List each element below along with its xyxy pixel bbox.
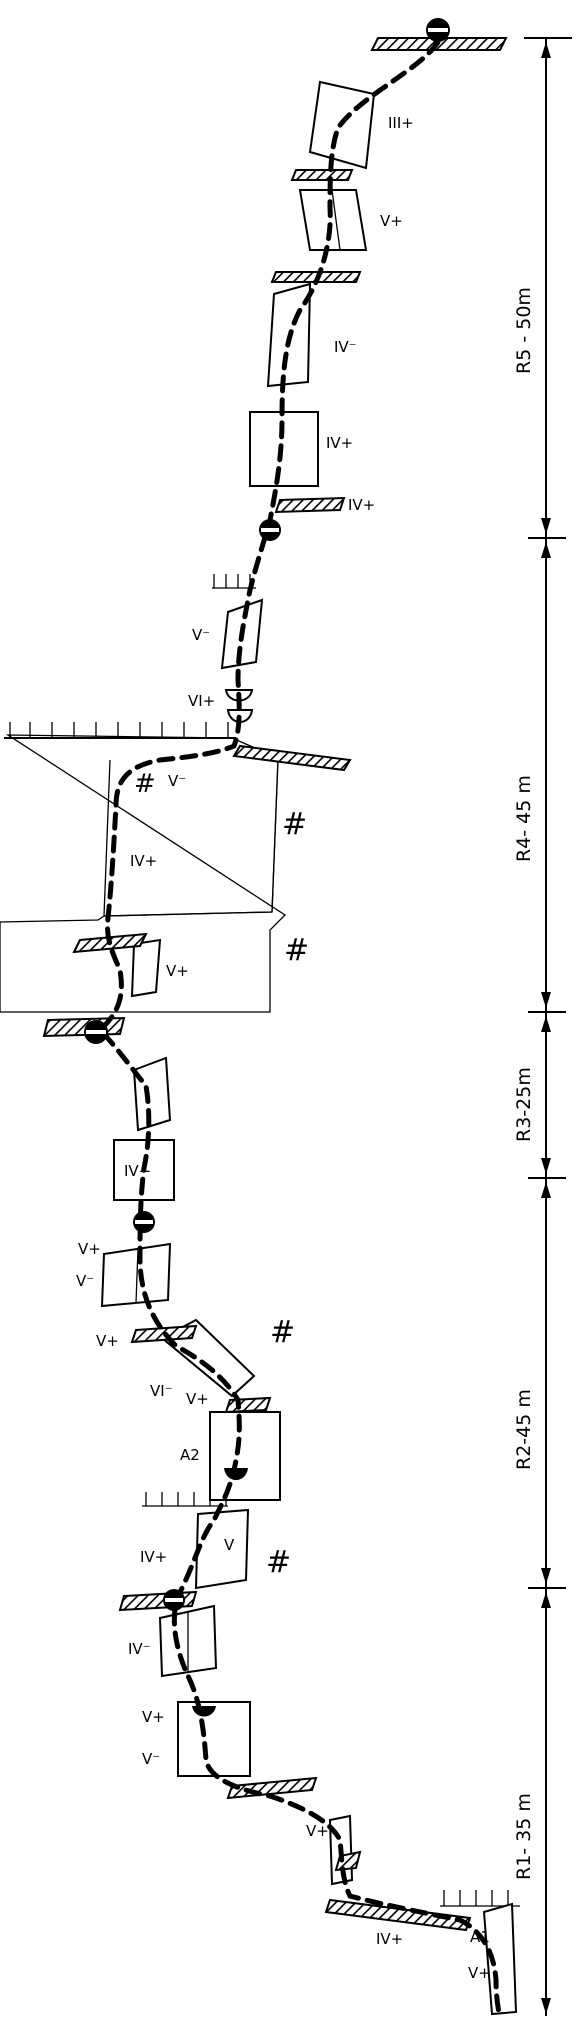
grade-label: V+ bbox=[166, 962, 189, 980]
ledge-9 bbox=[224, 1396, 272, 1414]
dihedral-2 bbox=[194, 1508, 250, 1590]
arrowhead-r4-bottom bbox=[541, 992, 551, 1008]
grade-label: V+ bbox=[78, 1240, 101, 1258]
grade-labels: III+ V+ IV⁻ IV+ IV+ V⁻ VI+ V⁻ IV+ V+ IV−… bbox=[76, 114, 491, 1982]
book-1-spine bbox=[331, 189, 341, 251]
arrowhead-r1-top bbox=[541, 1592, 551, 1608]
roof-edge-right bbox=[271, 759, 279, 913]
belay-r5-bar bbox=[261, 528, 279, 532]
roof-ticks bbox=[9, 722, 229, 738]
dihedral-1 bbox=[130, 938, 162, 998]
piton-2 bbox=[226, 709, 254, 723]
box-4 bbox=[177, 1701, 251, 1777]
anchor-labels: A2 A1 bbox=[180, 1446, 490, 1946]
grade-label: V+ bbox=[96, 1332, 119, 1350]
crack-symbol-1: # bbox=[134, 769, 156, 799]
arrowhead-r2-bottom bbox=[541, 1568, 551, 1584]
book-2 bbox=[100, 1242, 172, 1308]
grade-label: III+ bbox=[388, 114, 414, 132]
crack-symbol-3: # bbox=[284, 933, 309, 968]
pitch-label-r5: R5 - 50m bbox=[513, 287, 535, 374]
grade-label: V⁻ bbox=[168, 772, 186, 790]
grade-label: IV+ bbox=[326, 434, 353, 452]
arrowhead-r5-bottom bbox=[541, 518, 551, 534]
pitons bbox=[192, 689, 254, 1717]
ledge-ticks-top bbox=[213, 574, 251, 588]
grade-label: V+ bbox=[468, 1964, 491, 1982]
grade-label: V+ bbox=[186, 1390, 209, 1408]
ledge-ticks-bottom bbox=[443, 1890, 509, 1906]
box-3 bbox=[209, 1411, 281, 1501]
belay-top-bar bbox=[428, 28, 448, 32]
belay-r4-bar bbox=[86, 1030, 106, 1034]
book-1 bbox=[298, 189, 368, 251]
crack-symbols: # # # # # bbox=[134, 769, 309, 1580]
grade-label: V⁻ bbox=[192, 626, 210, 644]
grade-label: V+ bbox=[142, 1708, 165, 1726]
grade-label: V bbox=[224, 1536, 235, 1554]
roof-edge-mid bbox=[103, 911, 273, 917]
route-line bbox=[96, 39, 503, 2020]
roof-edge-left bbox=[103, 759, 111, 917]
arrowhead-r4-top bbox=[541, 542, 551, 558]
piton-1 bbox=[224, 689, 254, 702]
ledge-5 bbox=[232, 744, 352, 772]
rock-features bbox=[100, 80, 518, 2016]
arrowhead-r3-top bbox=[541, 1016, 551, 1032]
belays bbox=[84, 18, 450, 1611]
ledge-13 bbox=[324, 1898, 472, 1932]
arrowhead-top bbox=[541, 42, 551, 58]
slab-4 bbox=[132, 1056, 172, 1132]
pitch-scale: R5 - 50m R4- 45 m R3-25m R2-45 m R1- 35 … bbox=[513, 37, 572, 2016]
grade-label: V⁻ bbox=[76, 1272, 94, 1290]
arrowhead-r2-top bbox=[541, 1182, 551, 1198]
ledge-ticks-mid bbox=[145, 1492, 227, 1506]
crack-symbol-4: # bbox=[270, 1315, 295, 1350]
pitch-label-r1: R1- 35 m bbox=[513, 1793, 535, 1880]
ledge-2 bbox=[290, 169, 354, 181]
grade-label: VI⁻ bbox=[150, 1382, 173, 1400]
anchor-label-a1: A1 bbox=[470, 1928, 490, 1946]
pitch-label-r4: R4- 45 m bbox=[513, 775, 535, 862]
pitch-label-r3: R3-25m bbox=[513, 1067, 535, 1142]
grade-label: IV⁻ bbox=[334, 338, 357, 356]
ledge-4 bbox=[274, 496, 346, 514]
box-1 bbox=[249, 411, 319, 487]
piton-4 bbox=[192, 1706, 216, 1717]
grade-label: IV+ bbox=[348, 496, 375, 514]
pitch-label-r2: R2-45 m bbox=[513, 1389, 535, 1470]
slab-7 bbox=[482, 1902, 518, 2016]
grade-label: IV− bbox=[124, 1162, 151, 1180]
arrowhead-r3-bottom bbox=[541, 1158, 551, 1174]
arrowhead-bottom bbox=[541, 1998, 551, 2014]
grade-label: V+ bbox=[306, 1822, 329, 1840]
grade-label: IV+ bbox=[140, 1548, 167, 1566]
grade-label: V⁻ bbox=[142, 1750, 160, 1768]
crack-symbol-5: # bbox=[266, 1545, 291, 1580]
grade-label: IV+ bbox=[376, 1930, 403, 1948]
belay-r2-bar bbox=[165, 1598, 183, 1602]
grade-label: IV⁻ bbox=[128, 1640, 151, 1658]
grade-label: VI+ bbox=[188, 692, 215, 710]
crack-symbol-2: # bbox=[282, 807, 307, 842]
anchor-label-a2: A2 bbox=[180, 1446, 200, 1464]
grade-label: V+ bbox=[380, 212, 403, 230]
grade-label: IV+ bbox=[130, 852, 157, 870]
belay-r3-bar bbox=[135, 1220, 153, 1224]
piton-3 bbox=[224, 1468, 248, 1480]
